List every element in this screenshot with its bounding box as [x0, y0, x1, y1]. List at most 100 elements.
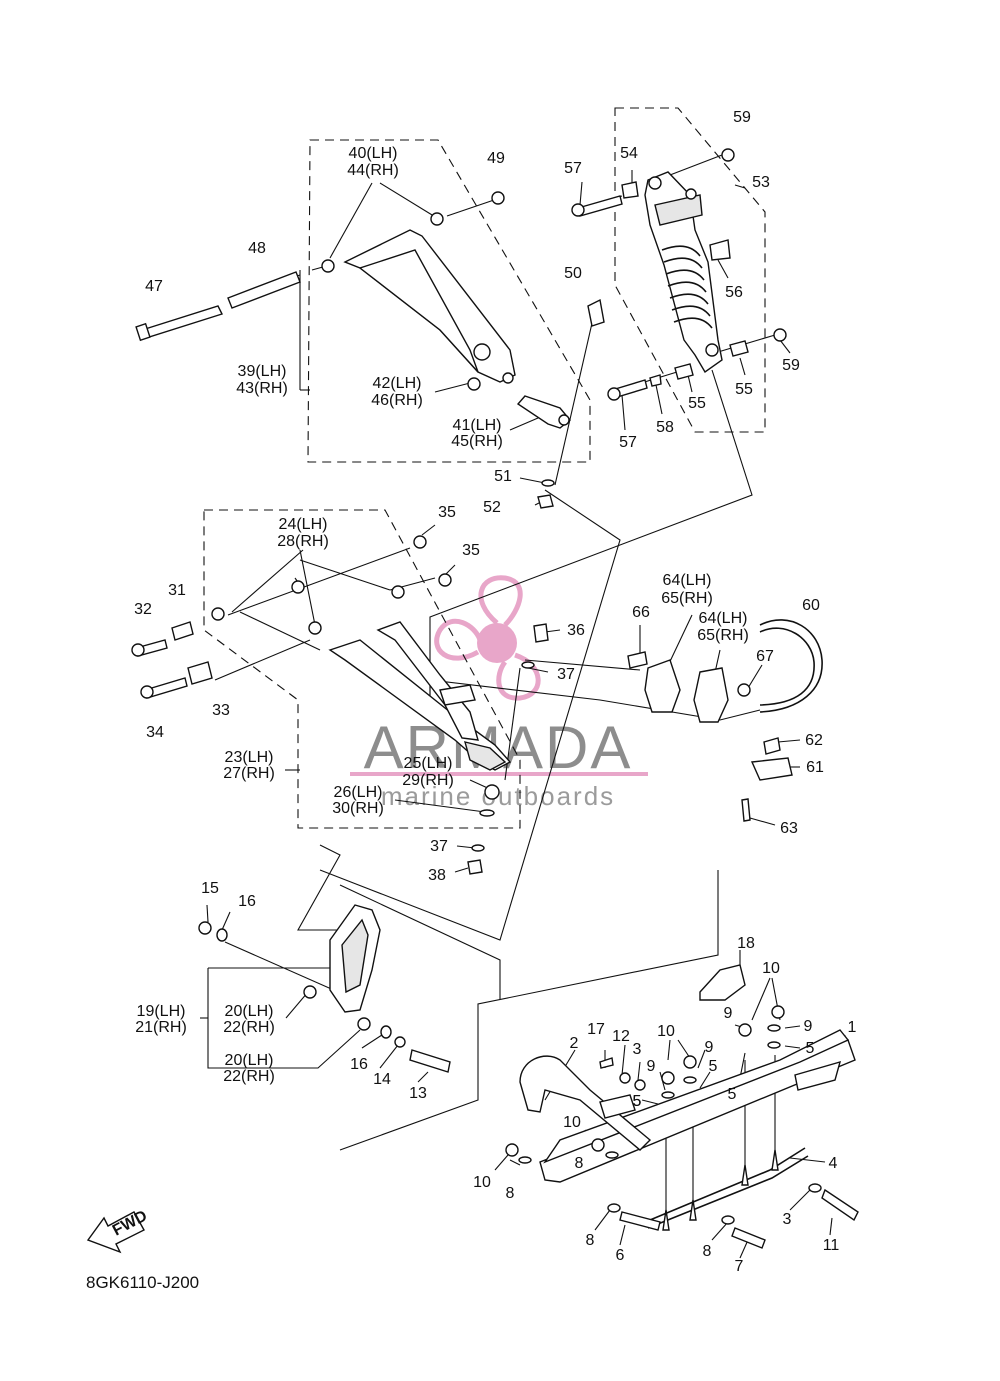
watermark-propeller-icon — [434, 575, 541, 701]
callout-55b: 55 — [735, 381, 753, 398]
callout-62: 62 — [805, 732, 823, 749]
ski-stopper-18 — [699, 964, 746, 1001]
callout-10a: 10 — [762, 960, 780, 977]
callout-22b: 22(RH) — [223, 1068, 275, 1085]
holder-64-left — [644, 659, 681, 713]
callout-30: 30(RH) — [332, 800, 384, 817]
callout-36: 36 — [567, 622, 585, 639]
collar-31 — [171, 621, 194, 641]
callout-52: 52 — [483, 499, 501, 516]
callout-10c: 10 — [563, 1114, 581, 1131]
callout-20b: 20(LH) — [225, 1052, 274, 1069]
lower-arm-frame — [203, 509, 521, 829]
shaft-13 — [409, 1049, 451, 1073]
callout-44: 44(RH) — [347, 162, 399, 179]
callout-13: 13 — [409, 1085, 427, 1102]
callout-53: 53 — [752, 174, 770, 191]
callout-8b: 8 — [506, 1185, 515, 1202]
bolt-66 — [627, 651, 648, 669]
callout-46: 46(RH) — [371, 392, 423, 409]
callout-35b: 35 — [462, 542, 480, 559]
washer-16-top — [216, 928, 228, 942]
callout-22a: 22(RH) — [223, 1019, 275, 1036]
nut-10-mid — [683, 1055, 697, 1069]
callout-24: 24(LH) — [279, 516, 328, 533]
holder-62 — [763, 737, 781, 755]
callout-9d: 9 — [705, 1039, 714, 1056]
callout-23: 23(LH) — [225, 749, 274, 766]
collar-54 — [621, 181, 639, 199]
callout-5b: 5 — [728, 1086, 737, 1103]
callout-54: 54 — [620, 145, 638, 162]
callout-39: 39(LH) — [238, 363, 287, 380]
callout-5c: 5 — [709, 1058, 718, 1075]
bushing-24 — [291, 580, 305, 594]
callout-8a: 8 — [575, 1155, 584, 1172]
callout-14: 14 — [373, 1071, 391, 1088]
collar-55-right — [729, 340, 749, 357]
callout-40: 40(LH) — [349, 145, 398, 162]
callout-16b: 16 — [350, 1056, 368, 1073]
callout-12: 12 — [612, 1028, 630, 1045]
callout-9b: 9 — [804, 1018, 813, 1035]
bushing-20-bottom — [357, 1017, 371, 1031]
callout-9c: 9 — [647, 1058, 656, 1075]
bolt-47 — [141, 305, 223, 339]
ski-assembly — [505, 964, 859, 1249]
callout-16a: 16 — [238, 893, 256, 910]
callout-64a: 64(LH) — [663, 572, 712, 589]
bushing-20-top — [303, 985, 317, 999]
callout-15: 15 — [201, 880, 219, 897]
callout-56: 56 — [725, 284, 743, 301]
nut-35-bottom — [438, 573, 452, 587]
callout-25: 25(LH) — [404, 755, 453, 772]
callout-67: 67 — [756, 648, 774, 665]
callout-2: 2 — [570, 1035, 579, 1052]
callout-10b: 10 — [657, 1023, 675, 1040]
callout-28: 28(RH) — [277, 533, 329, 550]
bolt-36 — [533, 623, 549, 643]
ski-bracket-assembly — [198, 904, 451, 1073]
fwd-arrow-icon: FWD — [86, 1207, 150, 1254]
callout-18: 18 — [737, 935, 755, 952]
ball-joint-25 — [484, 784, 500, 800]
callout-7: 7 — [735, 1258, 744, 1275]
callout-50: 50 — [564, 265, 582, 282]
callout-60: 60 — [802, 597, 820, 614]
bolt-7 — [731, 1227, 766, 1249]
callout-21: 21(RH) — [135, 1019, 187, 1036]
callout-42: 42(LH) — [373, 375, 422, 392]
nut-52 — [537, 494, 554, 509]
washer-16-bottom — [380, 1025, 392, 1039]
pin-17 — [599, 1057, 614, 1069]
callout-27: 27(RH) — [223, 765, 275, 782]
callout-47: 47 — [145, 278, 163, 295]
callout-43: 43(RH) — [236, 380, 288, 397]
ski-1 — [539, 1039, 856, 1183]
callout-32: 32 — [134, 601, 152, 618]
callout-6: 6 — [616, 1247, 625, 1264]
collar-55-left — [674, 363, 694, 380]
nut-10-right — [738, 1023, 752, 1037]
nut-38 — [467, 859, 483, 875]
callout-59b: 59 — [782, 357, 800, 374]
nut-59-bottom — [773, 328, 787, 342]
nut-10-left — [591, 1138, 605, 1152]
washer-51 — [541, 479, 555, 487]
washer-8-a — [607, 1203, 621, 1213]
callout-57a: 57 — [564, 160, 582, 177]
callout-57b: 57 — [619, 434, 637, 451]
spacer-58 — [649, 374, 662, 387]
guard-56 — [709, 239, 731, 261]
callout-26: 26(LH) — [334, 784, 383, 801]
washer-37-top — [521, 661, 535, 669]
callout-11: 11 — [823, 1237, 840, 1254]
callout-37b: 37 — [430, 838, 448, 855]
nut-12 — [619, 1072, 631, 1084]
callout-9a: 9 — [724, 1005, 733, 1022]
handle-60 — [759, 619, 823, 713]
callout-66: 66 — [632, 604, 650, 621]
callout-1: 1 — [848, 1019, 857, 1036]
callout-65b: 65(RH) — [697, 627, 749, 644]
